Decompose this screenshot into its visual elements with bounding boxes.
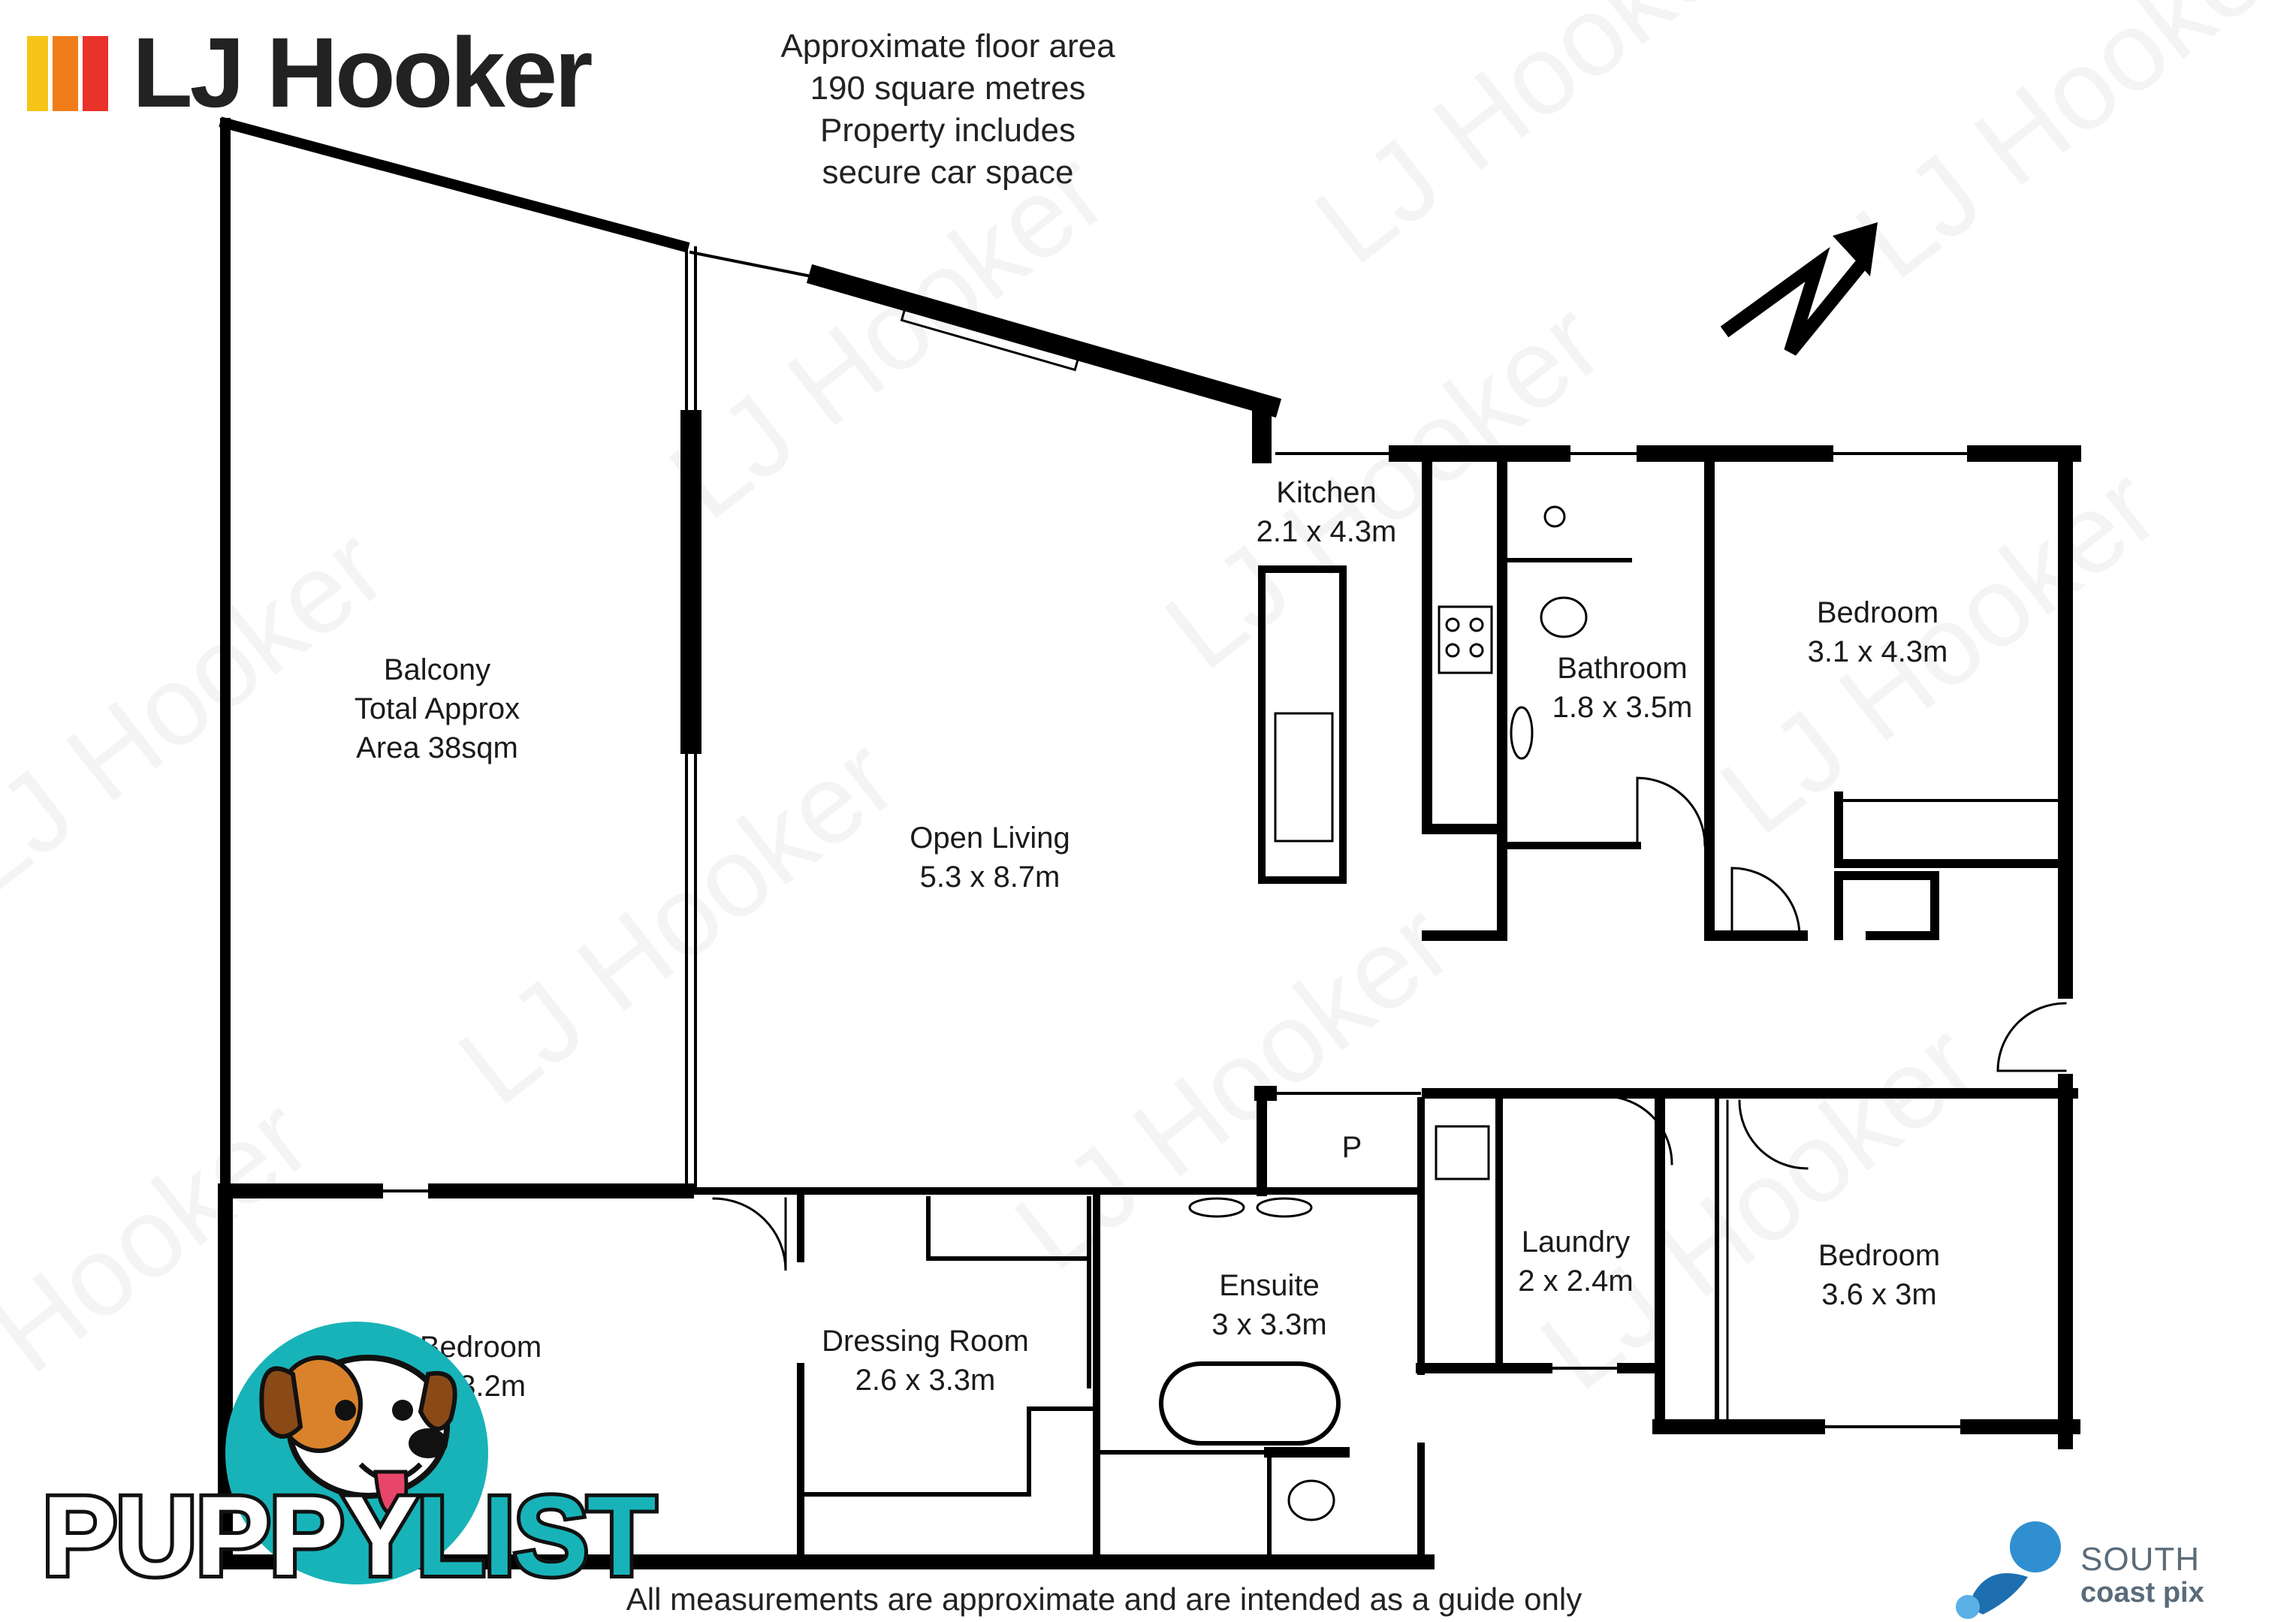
door-swing (1996, 1002, 2067, 1072)
basin (1256, 1197, 1313, 1218)
room-label-pantry: P (1342, 1128, 1362, 1167)
disclaimer-text: All measurements are approximate and are… (626, 1581, 1582, 1617)
cooktop (1438, 605, 1493, 674)
room-dims: 2.6 x 3.3m (855, 1364, 996, 1397)
room-name: Laundry (1521, 1226, 1631, 1259)
room-dims: 2 x 2.4m (1518, 1265, 1634, 1298)
laundry-tub (1435, 1125, 1490, 1180)
toilet (1540, 596, 1588, 638)
kitchen-island (1258, 565, 1347, 884)
sink (1274, 712, 1334, 843)
room-dims: 3 x 3.3m (1211, 1308, 1327, 1341)
north-arrow-icon (1720, 222, 1878, 356)
room-dims: 1.8 x 3.5m (1552, 691, 1693, 724)
room-name: Open Living (910, 822, 1070, 855)
shower-head (1543, 505, 1566, 528)
room-label-bedroom-se: Bedroom 3.6 x 3m (1818, 1236, 1940, 1314)
basin (1188, 1197, 1245, 1218)
door-swing (1738, 1099, 1809, 1170)
room-detail: Total Approx (354, 692, 520, 725)
burner (1445, 617, 1460, 632)
room-label-ensuite: Ensuite 3 x 3.3m (1211, 1266, 1326, 1344)
puppylist-text-white: Y (339, 1473, 421, 1599)
note-line: Approximate floor area (780, 28, 1115, 65)
room-name: Balcony (383, 653, 491, 686)
puppylist-text-teal: LIST (413, 1473, 660, 1599)
brand-bar-yellow (27, 36, 48, 111)
room-name: P (1341, 1131, 1362, 1164)
burner (1445, 643, 1460, 658)
puppylist-text-white: PUPP (38, 1473, 348, 1599)
room-dims: 5.3 x 8.7m (919, 861, 1061, 894)
floor-area-note: Approximate floor area 190 square metres… (780, 26, 1115, 194)
door-swing (1603, 1095, 1673, 1165)
room-label-dressing-room: Dressing Room 2.6 x 3.3m (822, 1322, 1029, 1400)
room-label-bedroom-ne: Bedroom 3.1 x 4.3m (1808, 593, 1948, 671)
puppylist-wordmark: PUPPYLIST (38, 1476, 660, 1596)
note-line: 190 square metres (810, 70, 1086, 107)
note-line: secure car space (822, 154, 1074, 191)
room-label-kitchen: Kitchen 2.1 x 4.3m (1257, 473, 1397, 551)
room-label-laundry: Laundry 2 x 2.4m (1518, 1223, 1633, 1301)
toilet (1287, 1479, 1335, 1521)
door-swing (1636, 776, 1706, 847)
brand-bar-red (83, 36, 108, 111)
room-name: Kitchen (1276, 476, 1377, 509)
door-swing (1730, 867, 1801, 937)
room-name: Bedroom (1818, 1239, 1941, 1272)
basin (1510, 706, 1534, 760)
room-label-bathroom: Bathroom 1.8 x 3.5m (1552, 649, 1693, 727)
scp-line2: coast pix (2080, 1577, 2204, 1608)
brand-name: LJ Hooker (132, 17, 593, 128)
swirl-icon (1956, 1521, 2061, 1619)
room-dims: 3.6 x 3m (1821, 1278, 1937, 1311)
note-line: Property includes (820, 112, 1076, 149)
burner (1469, 643, 1484, 658)
window-sill (900, 297, 1083, 372)
burner (1469, 617, 1484, 632)
door-swing (712, 1197, 787, 1271)
room-name: Bedroom (1816, 596, 1939, 629)
wall (219, 116, 690, 253)
room-name: Dressing Room (822, 1325, 1029, 1358)
room-detail: Area 38sqm (356, 731, 518, 764)
room-name: Bathroom (1557, 652, 1688, 685)
window (689, 250, 821, 280)
room-label-open-living: Open Living 5.3 x 8.7m (910, 819, 1070, 897)
walls (218, 116, 2081, 1569)
scp-line1: SOUTH (2080, 1541, 2200, 1578)
bathtub (1159, 1361, 1341, 1446)
wall (806, 264, 1282, 418)
room-dims: 2.1 x 4.3m (1256, 515, 1397, 548)
room-dims: 3.1 x 4.3m (1807, 635, 1948, 668)
room-label-balcony: Balcony Total Approx Area 38sqm (355, 650, 520, 767)
dog-face-icon (259, 1355, 457, 1515)
brand-bar-orange (53, 36, 78, 111)
room-name: Ensuite (1219, 1269, 1320, 1302)
